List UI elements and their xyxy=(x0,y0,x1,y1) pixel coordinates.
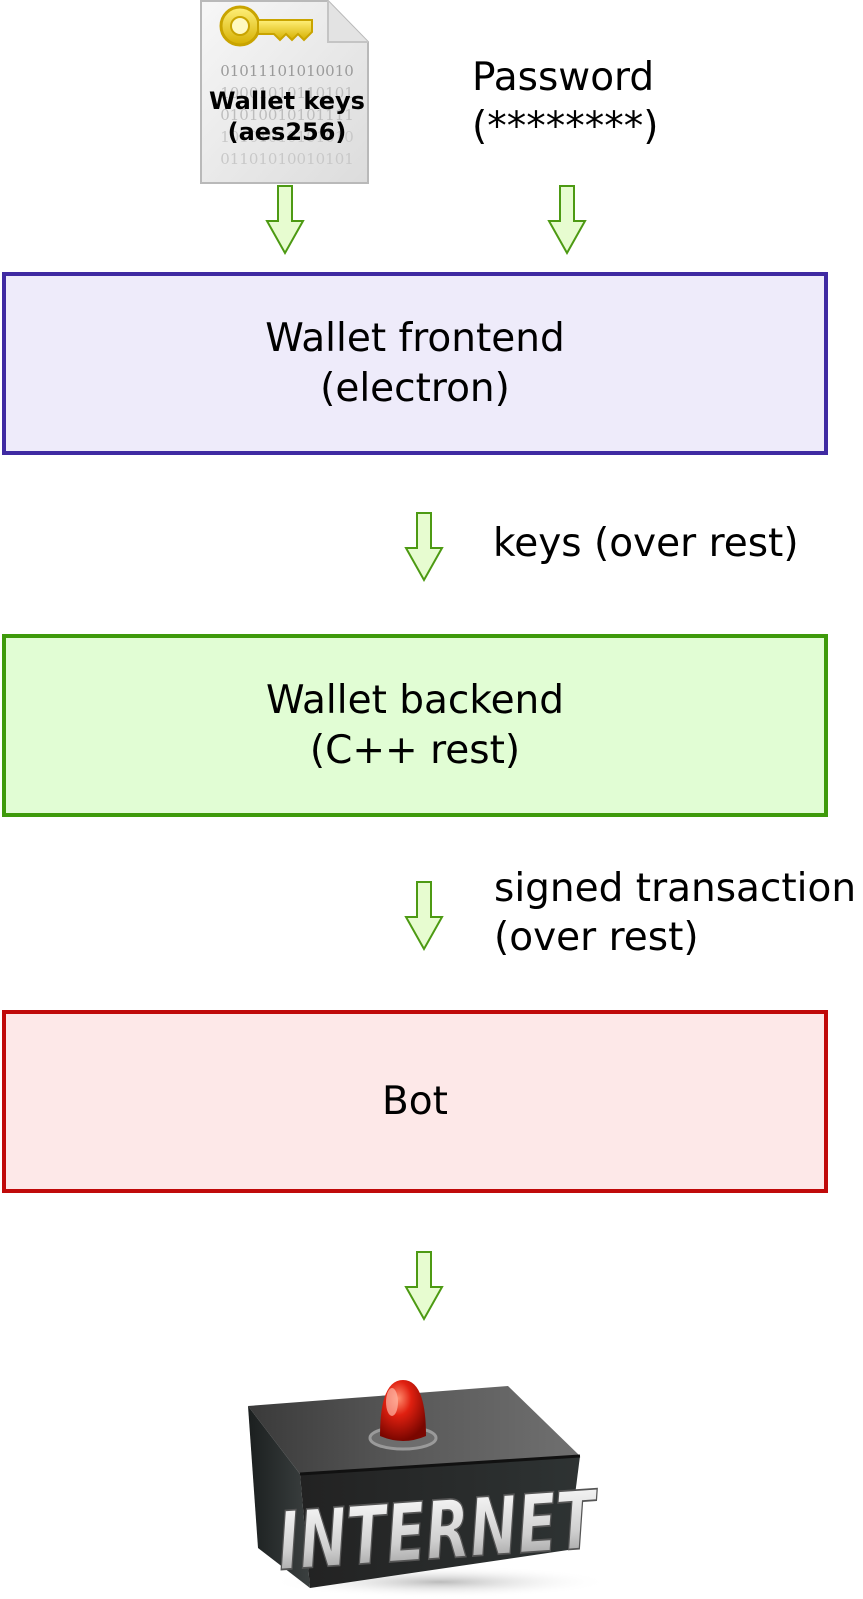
internet-alarm-box-icon: INTERNET xyxy=(248,1380,600,1598)
key-icon xyxy=(219,5,313,47)
arrow-keys-to-frontend xyxy=(265,185,305,256)
wallet-backend-title: Wallet backend xyxy=(265,677,565,723)
binary-line: 01010010101111 xyxy=(220,106,354,124)
internet-text: INTERNET xyxy=(275,1474,600,1590)
binary-line: 01101010010101 xyxy=(220,150,354,168)
arrow-backend-to-bot xyxy=(404,881,444,952)
arrow-bot-to-internet xyxy=(404,1251,444,1322)
password-label-line1: Password xyxy=(472,55,655,100)
wallet-frontend-title: Wallet frontend xyxy=(265,315,565,361)
password-label-line2: (********) xyxy=(472,104,659,149)
bot-title: Bot xyxy=(382,1078,448,1124)
wallet-backend-subtitle: (C++ rest) xyxy=(309,727,521,773)
keys-file-caption-line1: Wallet keys xyxy=(209,87,365,115)
bot-box: Bot xyxy=(2,1010,828,1193)
wallet-frontend-box: Wallet frontend (electron) xyxy=(2,272,828,455)
wallet-frontend-subtitle: (electron) xyxy=(320,365,510,411)
signed-transaction-line1: signed transaction xyxy=(494,866,857,911)
arrow-password-to-frontend xyxy=(547,185,587,256)
binary-line: 10001010110101 xyxy=(220,84,354,102)
signed-transaction-label: signed transaction (over rest) xyxy=(494,864,856,962)
keys-file-caption: Wallet keys (aes256) xyxy=(197,86,377,148)
password-label: Password (********) xyxy=(472,53,658,151)
keys-over-rest-label: keys (over rest) xyxy=(493,519,799,568)
keys-over-rest-text: keys (over rest) xyxy=(493,521,799,566)
keys-file-caption-line2: (aes256) xyxy=(227,118,347,146)
signed-transaction-line2: (over rest) xyxy=(494,915,699,960)
arrow-frontend-to-backend xyxy=(404,512,444,583)
binary-line: 10101010101010 xyxy=(220,128,354,146)
wallet-backend-box: Wallet backend (C++ rest) xyxy=(2,634,828,817)
key-file-icon: 01011101010010 10001010110101 0101001010… xyxy=(200,0,369,184)
binary-line: 01011101010010 xyxy=(220,62,354,80)
